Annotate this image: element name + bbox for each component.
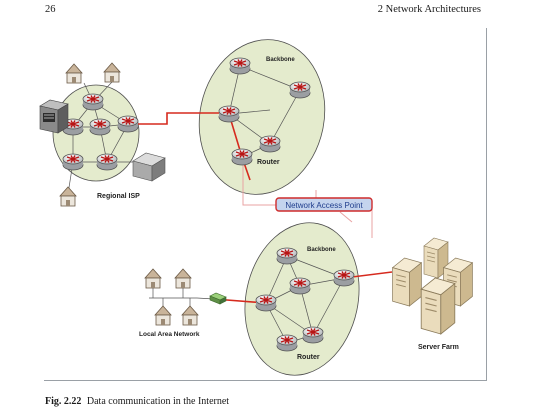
router-icon <box>259 135 281 153</box>
router-icon <box>302 326 324 344</box>
server-icon <box>392 257 422 307</box>
router-icon <box>333 269 355 287</box>
figure-frame <box>44 28 487 381</box>
page-header: 26 2 Network Architectures <box>45 4 481 18</box>
server-icon <box>420 277 456 335</box>
router-bottom-label: Router <box>297 354 320 361</box>
router-icon <box>96 153 118 171</box>
switch-icon <box>209 292 227 305</box>
server-icon <box>132 152 166 182</box>
house-icon <box>59 186 77 207</box>
nap-box <box>275 197 373 212</box>
router-icon <box>89 118 111 136</box>
caption-text: Data communication in the Internet <box>86 396 230 407</box>
house-icon <box>144 268 162 289</box>
bottom-backbone-cloud <box>244 222 360 376</box>
router-icon <box>117 115 139 133</box>
house-icon <box>103 62 121 83</box>
router-icon <box>276 247 298 265</box>
regional-isp-label: Regional ISP <box>97 193 140 200</box>
router-icon <box>62 153 84 171</box>
router-icon <box>231 148 253 166</box>
house-icon <box>154 305 172 326</box>
house-icon <box>174 268 192 289</box>
router-icon <box>218 105 240 123</box>
router-icon <box>255 294 277 312</box>
house-icon <box>65 63 83 84</box>
router-icon <box>289 277 311 295</box>
caption-label: Fig. 2.22 <box>45 396 82 407</box>
figure-caption: Fig. 2.22 Data communication in the Inte… <box>45 396 229 407</box>
nap-label: Network Access Point <box>285 201 363 210</box>
backbone-top-label: Backbone <box>266 57 295 63</box>
chapter-title: 2 Network Architectures <box>377 4 481 15</box>
router-top-label: Router <box>257 159 280 166</box>
router-icon <box>276 334 298 352</box>
top-backbone-cloud <box>198 39 326 195</box>
backbone-bottom-label: Backbone <box>307 247 336 253</box>
mainframe-icon <box>39 99 69 134</box>
router-icon <box>82 93 104 111</box>
page-number: 26 <box>45 4 56 15</box>
router-icon <box>229 57 251 75</box>
server-farm-label: Server Farm <box>418 344 459 351</box>
house-icon <box>181 305 199 326</box>
local-area-network-label: Local Area Network <box>139 331 200 338</box>
router-icon <box>289 81 311 99</box>
